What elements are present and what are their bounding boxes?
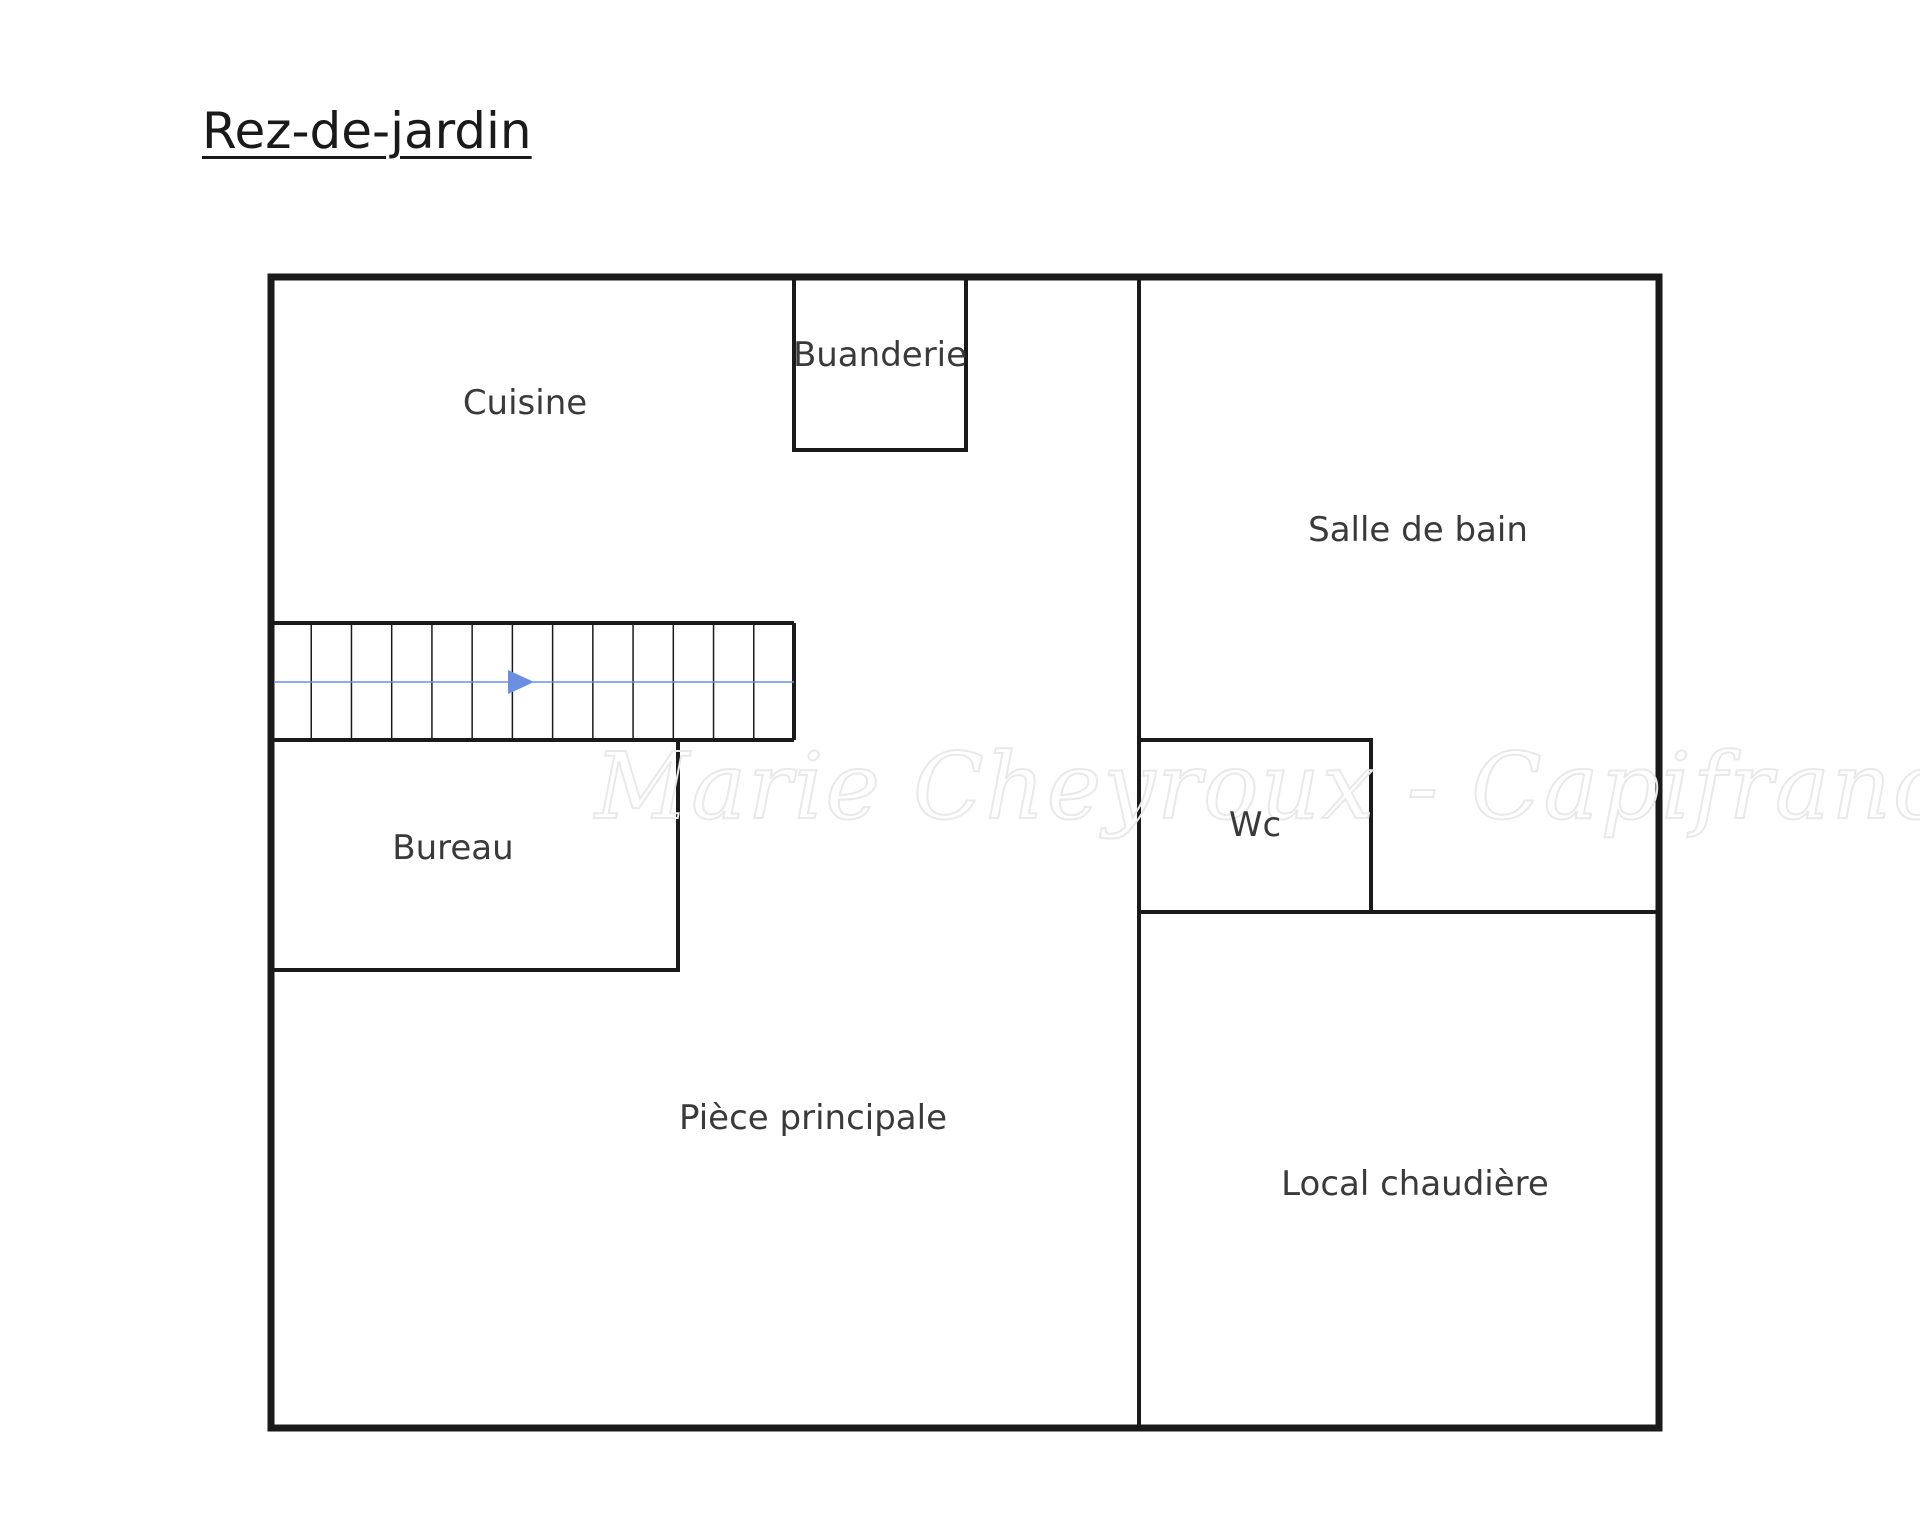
room-label-piece-principale: Pièce principale (679, 1098, 947, 1138)
room-label-cuisine: Cuisine (463, 383, 587, 423)
room-label-bureau: Bureau (392, 828, 513, 868)
watermark: Marie Cheyroux - Capifrance (593, 733, 1920, 840)
stair-direction-arrow (275, 670, 794, 694)
room-label-buanderie: Buanderie (793, 335, 967, 375)
room-label-local-chaudiere: Local chaudière (1281, 1164, 1549, 1204)
room-label-salle-de-bain: Salle de bain (1308, 510, 1528, 550)
outer-walls (267, 273, 1663, 1432)
room-label-wc: Wc (1229, 805, 1281, 845)
page-title: Rez-de-jardin (202, 102, 532, 160)
interior-walls (269, 275, 1661, 1430)
arrow-head-icon (508, 670, 534, 694)
